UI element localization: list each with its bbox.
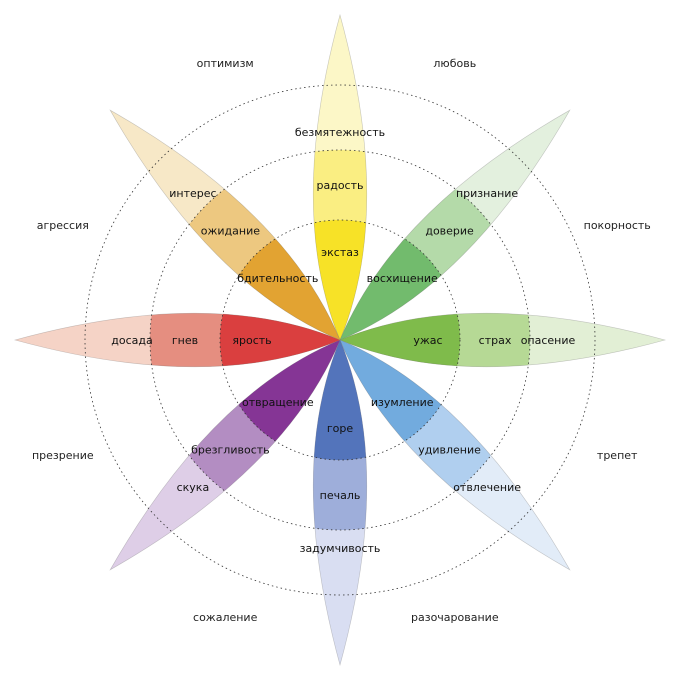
emotion-label-fear-3: опасение	[521, 334, 576, 347]
petal-anger-outline	[13, 312, 341, 368]
emotion-label-anticipation-2: ожидание	[201, 224, 260, 237]
emotion-label-anticipation-3: интерес	[169, 187, 216, 200]
petal-sadness-outline	[312, 339, 368, 667]
dyad-label: разочарование	[411, 611, 499, 624]
petal-anticipation-band-2	[150, 150, 340, 340]
inner-ring	[219, 219, 461, 461]
emotion-label-disgust-1: отвращение	[242, 396, 314, 409]
petal-disgust-band-2	[150, 340, 340, 530]
petal-anticipation-outline	[109, 109, 341, 341]
labels-layer: экстаз радость безмятежность восхищение дове…	[111, 126, 575, 555]
emotion-label-anticipation-1: бдительность	[237, 272, 318, 285]
dyad-label: презрение	[32, 449, 94, 462]
dyad-label: оптимизм	[197, 57, 254, 70]
emotion-label-trust-2: доверие	[425, 224, 474, 237]
petal-trust-band-1	[340, 220, 460, 340]
emotion-label-surprise-3: отвлечение	[453, 481, 521, 494]
emotion-label-joy-2: радость	[317, 179, 364, 192]
emotion-label-trust-3: признание	[456, 187, 518, 200]
emotion-label-surprise-2: удивление	[418, 444, 481, 457]
petal-trust-outline	[339, 109, 571, 341]
emotion-label-surprise-1: изумление	[371, 396, 434, 409]
emotion-label-sadness-2: печаль	[320, 489, 361, 502]
dyad-label: трепет	[597, 449, 638, 462]
emotion-label-sadness-1: горе	[327, 422, 353, 435]
emotion-label-anger-2: гнев	[172, 334, 198, 347]
emotion-label-joy-1: экстаз	[321, 246, 359, 259]
petal-fear-outline	[339, 312, 667, 368]
emotion-label-disgust-2: брезгливость	[191, 444, 270, 457]
petal-disgust-band-1	[220, 340, 340, 460]
emotion-label-anger-1: ярость	[232, 334, 271, 347]
petal-joy-outline	[312, 13, 368, 341]
dyad-label: агрессия	[37, 219, 89, 232]
middle-ring	[149, 149, 531, 531]
emotion-label-joy-3: безмятежность	[295, 126, 385, 139]
petal-anticipation-band-1	[220, 220, 340, 340]
emotion-label-sadness-3: задумчивость	[300, 542, 381, 555]
emotion-label-disgust-3: скука	[177, 481, 210, 494]
petal-trust-band-2	[340, 150, 530, 340]
petal-surprise-band-2	[340, 340, 530, 530]
petal-disgust-outline	[109, 339, 341, 571]
rings-layer	[84, 84, 596, 596]
emotion-label-fear-2: страх	[479, 334, 512, 347]
dyad-label: сожаление	[193, 611, 258, 624]
emotion-label-fear-1: ужас	[413, 334, 442, 347]
emotion-label-trust-1: восхищение	[367, 272, 438, 285]
petal-surprise-band-1	[340, 340, 460, 460]
outer-ring	[84, 84, 596, 596]
dyads-layer: любовь покорность трепет разочарование сожал…	[32, 57, 651, 624]
dyad-label: любовь	[433, 57, 476, 70]
emotion-label-anger-3: досада	[111, 334, 152, 347]
petal-surprise-outline	[339, 339, 571, 571]
dyad-label: покорность	[584, 219, 651, 232]
